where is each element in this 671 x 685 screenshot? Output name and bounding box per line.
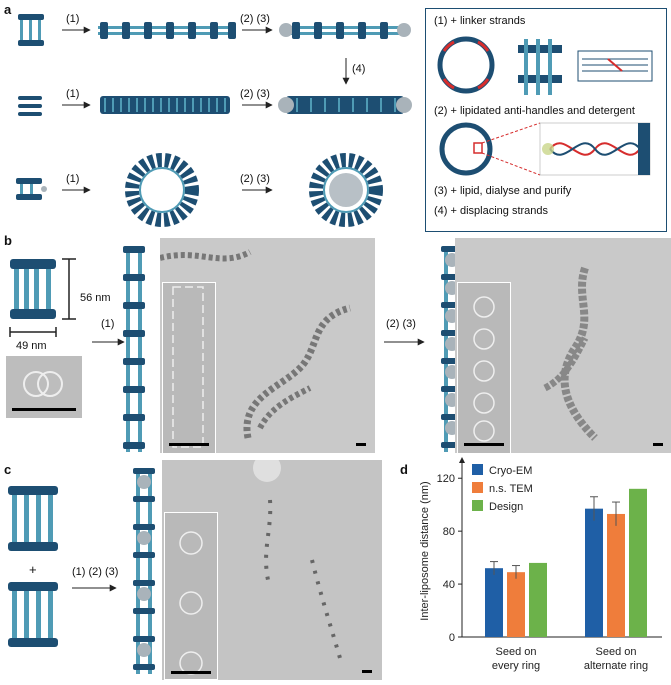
chain-particles — [160, 249, 351, 439]
ring-liposome-icon — [309, 153, 383, 227]
bar — [585, 508, 603, 637]
liposome-chain-particles — [543, 266, 598, 441]
flat-ring-seed-icon — [18, 96, 42, 116]
step-b-1: (1) — [101, 318, 115, 330]
category-label-line2: every ring — [492, 660, 540, 672]
legend-line-2: (2) + lipidated anti-handles and deterge… — [434, 105, 635, 117]
legend-box: (1) + linker strands (2) + lipidated ant… — [425, 8, 667, 232]
single-ring-seed-icon — [18, 14, 44, 46]
panel-a-schematic — [16, 14, 412, 227]
y-tick-label: 80 — [443, 526, 455, 538]
chain-inset-particles — [172, 286, 204, 448]
bar — [607, 513, 625, 637]
dense-liposome-chain-icon — [278, 96, 412, 114]
y-axis-arrowhead — [459, 457, 465, 463]
arrow-b-1 — [92, 338, 125, 346]
panel-label-b: b — [4, 233, 12, 248]
alternate-ring-inset — [164, 512, 218, 680]
legend-swatch — [472, 464, 483, 475]
panel-label-a: a — [4, 2, 12, 17]
step-a-row3-2: (2) (3) — [240, 173, 270, 185]
liposome-tem-scale-bar — [653, 443, 663, 446]
liposome-chain-tem-micrograph — [455, 238, 671, 453]
panel-label-d: d — [400, 462, 408, 477]
arrow-c — [72, 584, 117, 592]
step-a-down: (4) — [352, 63, 366, 75]
anti-handle-diagram — [439, 122, 651, 176]
liposome-chain-icon — [279, 22, 411, 39]
seed-particle — [23, 371, 63, 397]
width-label: 49 nm — [16, 340, 47, 352]
step-a-row3-1: (1) — [66, 173, 80, 185]
tem-scale-bar — [356, 443, 366, 446]
dense-chain-icon — [100, 96, 230, 114]
alternate-tem-scale-bar — [362, 670, 372, 673]
inset-scale-bar — [169, 443, 209, 446]
step-b-2: (2) (3) — [386, 318, 416, 330]
linker-strand-diagram — [437, 36, 653, 95]
alternate-ring-particles — [253, 460, 344, 666]
seed-tem-micrograph — [6, 356, 82, 418]
category-label-line1: Seed on — [596, 646, 637, 658]
wedge-seed-icon — [16, 178, 47, 200]
liposome-inset-scale-bar — [464, 443, 504, 446]
panel-label-c: c — [4, 462, 12, 477]
panel-c-chain-model — [133, 468, 155, 674]
panel-b-chain-model — [123, 246, 145, 452]
legend-swatch — [472, 500, 483, 511]
alternate-inset-scale-bar — [171, 671, 211, 674]
alternate-ring-tem-micrograph — [162, 460, 382, 680]
legend-swatch — [472, 482, 483, 493]
bar — [507, 572, 525, 637]
arrow-b-2 — [384, 338, 425, 346]
legend-line-4: (4) + displacing strands — [434, 205, 549, 217]
panel-b-seed-model — [9, 258, 76, 337]
plus-sign: + — [29, 562, 37, 577]
legend-line-3: (3) + lipid, dialyse and purify — [434, 185, 572, 197]
linear-chain-icon — [98, 22, 236, 39]
step-c: (1) (2) (3) — [72, 566, 119, 578]
step-a-row1-2: (2) (3) — [240, 13, 270, 25]
legend-label: n.s. TEM — [489, 483, 533, 495]
height-label: 56 nm — [80, 292, 111, 304]
category-label-line1: Seed on — [496, 646, 537, 658]
step-a-row2-2: (2) (3) — [240, 88, 270, 100]
bar — [485, 568, 503, 637]
y-tick-label: 0 — [449, 632, 455, 644]
bar — [529, 562, 547, 637]
liposome-inset — [457, 282, 511, 453]
legend-label: Design — [489, 501, 523, 513]
y-tick-label: 120 — [437, 473, 455, 485]
y-axis-label: Inter-liposome distance (nm) — [419, 481, 431, 620]
legend-label: Cryo-EM — [489, 465, 532, 477]
chain-tem-micrograph — [160, 238, 375, 453]
step-a-row1-1: (1) — [66, 13, 80, 25]
chain-inset — [162, 282, 216, 453]
ring-assembly-icon — [125, 153, 199, 227]
liposome-inset-particles — [473, 296, 495, 442]
category-label-line2: alternate ring — [584, 660, 648, 672]
legend-line-1: (1) + linker strands — [434, 15, 526, 27]
panel-c-seed-models — [8, 486, 58, 647]
step-a-row2-1: (1) — [66, 88, 80, 100]
y-tick-label: 40 — [443, 579, 455, 591]
bar — [629, 488, 647, 637]
alternate-ring-inset-particles — [179, 531, 203, 675]
scale-bar — [12, 408, 76, 411]
